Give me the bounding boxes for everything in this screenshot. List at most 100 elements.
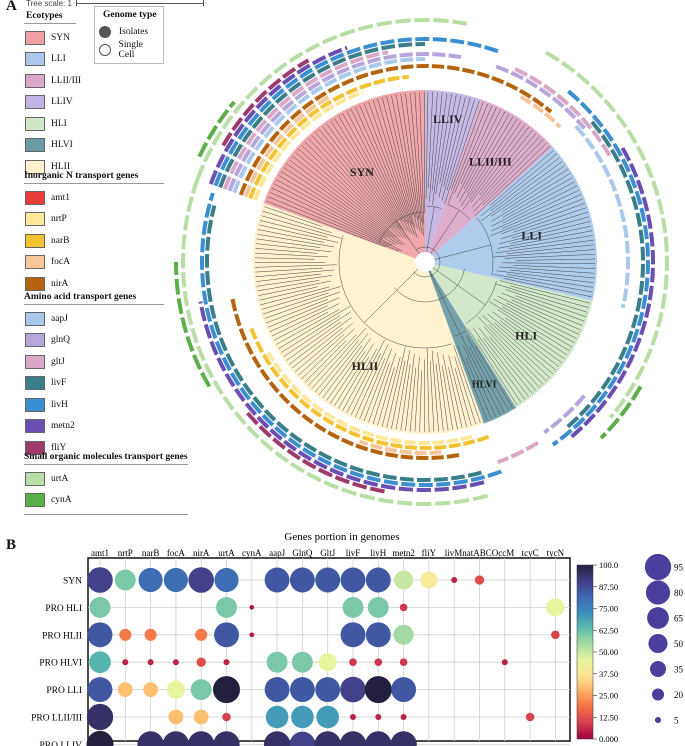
gene-ring-segment xyxy=(288,388,300,400)
ecotype-hli: HLI xyxy=(20,113,168,135)
gene-ring-segment xyxy=(642,224,649,240)
gene-nira: nirA xyxy=(20,273,168,295)
gene-ring-segment xyxy=(532,102,545,114)
gene-ring-segment xyxy=(590,390,602,404)
gene-ring-segment xyxy=(191,178,200,194)
gene-ring-segment xyxy=(258,425,272,439)
gene-ring-segment xyxy=(432,52,446,57)
branch xyxy=(409,92,422,223)
gene-ring-segment xyxy=(289,431,303,444)
gene-ring-segment xyxy=(272,437,286,450)
clade-label: LLII/III xyxy=(469,154,512,168)
gene-ring-segment xyxy=(278,377,290,390)
branch xyxy=(322,126,401,230)
gene-ring-segment xyxy=(405,444,417,450)
branch xyxy=(477,316,544,385)
gene-ring-segment xyxy=(545,50,561,63)
gene-ring-segment xyxy=(273,361,283,374)
row-label: PRO HLII xyxy=(42,631,82,641)
gene-ring-segment xyxy=(645,242,650,257)
gene-ring-segment xyxy=(664,255,669,271)
bubble xyxy=(374,658,383,667)
branch xyxy=(395,350,410,430)
branch xyxy=(444,100,480,205)
gene-ring-segment xyxy=(205,271,211,285)
branch xyxy=(475,345,513,408)
branch xyxy=(490,198,583,237)
gene-ring-segment xyxy=(585,404,598,418)
branch xyxy=(311,327,367,389)
color-swatch xyxy=(25,73,45,88)
bubble xyxy=(546,598,565,617)
gene-ring-segment xyxy=(357,23,374,32)
gene-ring-segment xyxy=(314,91,327,102)
gene-ring-segment xyxy=(242,102,255,117)
gene-ring-segment xyxy=(560,60,576,74)
branch xyxy=(447,203,470,220)
gene-ring-segment xyxy=(245,86,259,100)
gene-ring-segment xyxy=(247,112,260,126)
column-label: urtA xyxy=(218,548,235,558)
gene-fliy: fliY xyxy=(20,437,168,459)
branch xyxy=(381,97,414,216)
gene-ring-segment xyxy=(208,192,215,202)
gene-ring-segment xyxy=(243,109,256,123)
branch xyxy=(326,338,371,401)
bubble xyxy=(144,628,157,641)
branch xyxy=(257,280,320,292)
panel-a-letter: A xyxy=(6,0,17,14)
gene-ring-segment xyxy=(302,447,317,458)
gene-ring-segment xyxy=(289,461,305,474)
gene-ring-segment xyxy=(355,443,369,452)
branch xyxy=(454,331,466,337)
gene-ring-segment xyxy=(641,196,650,212)
branch xyxy=(430,210,460,254)
branch xyxy=(276,309,340,345)
size-legend-label: 65 xyxy=(674,614,684,624)
branch xyxy=(304,141,401,238)
gene-ring-segment xyxy=(353,65,367,74)
genome-type-legend: Genome type Isolates Single Cell xyxy=(94,6,164,64)
gene-glnq: glnQ xyxy=(20,330,168,352)
gene-ring-segment xyxy=(243,184,252,198)
branch xyxy=(448,367,463,428)
gene-ring-segment xyxy=(528,74,543,86)
gene-ring-segment xyxy=(225,352,236,367)
bubble xyxy=(114,569,136,591)
gene-ring-segment xyxy=(232,100,246,115)
bubble xyxy=(316,705,339,729)
gene-ring-segment xyxy=(622,224,629,238)
gene-ring-segment xyxy=(600,376,612,391)
gene-ring-segment xyxy=(435,500,451,506)
bubble xyxy=(339,731,367,746)
branch xyxy=(276,179,384,239)
branch xyxy=(378,211,424,244)
branch xyxy=(435,363,444,432)
gene-ring-segment xyxy=(297,93,310,105)
bubble xyxy=(340,676,366,703)
gene-ring-segment xyxy=(256,415,270,429)
bubble xyxy=(222,712,231,722)
small-organic-title: Small organic molecules transport genes xyxy=(24,452,188,462)
gene-ring-segment xyxy=(359,493,376,501)
gene-ring-segment xyxy=(205,253,210,268)
gene-ring-segment xyxy=(181,253,186,269)
bubble xyxy=(249,632,255,638)
gene-ring-segment xyxy=(606,375,618,390)
branch xyxy=(334,118,399,221)
bubble xyxy=(420,571,438,589)
gene-ring-segment xyxy=(608,413,615,419)
branch xyxy=(259,224,339,243)
branch xyxy=(311,135,404,239)
branch xyxy=(368,362,390,423)
gene-ring-segment xyxy=(288,51,304,64)
branch xyxy=(495,283,588,313)
gene-ring-segment xyxy=(206,287,213,303)
gene-ring-segment xyxy=(524,78,539,89)
bubble xyxy=(89,651,111,674)
gene-ring-segment xyxy=(446,453,460,459)
branch xyxy=(504,254,595,259)
colorbar-tick-label: 75.00 xyxy=(599,604,618,614)
